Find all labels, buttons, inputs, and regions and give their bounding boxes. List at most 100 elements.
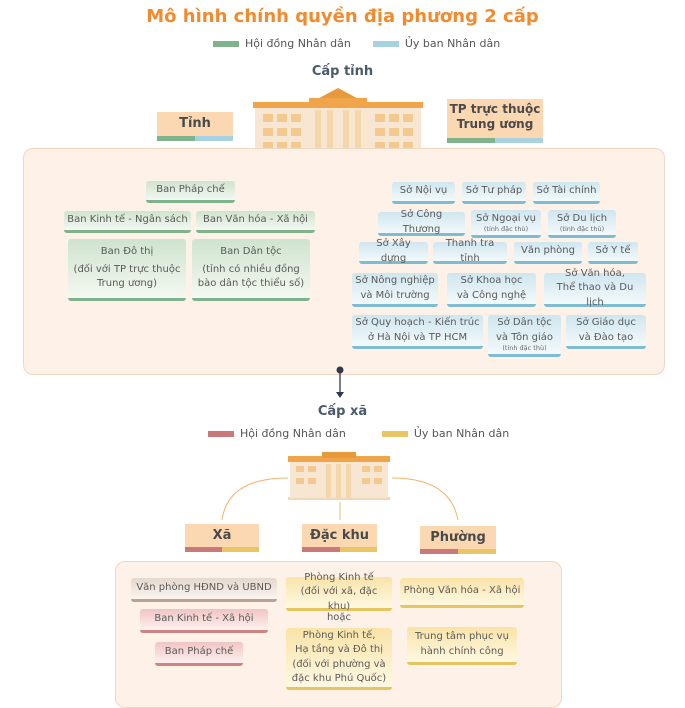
commune-connectors bbox=[221, 477, 459, 521]
ban-dan-toc: Ban Dân tộc (tỉnh có nhiều đồng bào dân … bbox=[192, 239, 310, 301]
phong-kt-ht-line1: Phòng Kinh tế, bbox=[302, 629, 376, 641]
ban-van-hoa-xa-hoi-tinh-text: Ban Văn hóa - Xã hội bbox=[203, 214, 308, 226]
phong-kt-ht-line4: đặc khu Phú Quốc) bbox=[291, 673, 387, 684]
so-van-hoa-tinh: Sở Văn hóa, Thể thao và Du lịch bbox=[544, 268, 646, 308]
ban-dan-toc-text: Ban Dân tộc bbox=[220, 246, 282, 258]
dac-khu-label-text: Đặc khu bbox=[309, 528, 370, 543]
ban-do-thi-text: Ban Đô thị bbox=[100, 246, 154, 258]
province-tinh-label: Tỉnh bbox=[157, 112, 233, 141]
hoac-text: hoặc bbox=[326, 612, 352, 623]
phong-van-hoa-xa-hoi: Phòng Văn hóa - Xã hội bbox=[400, 578, 524, 608]
xa-label-text: Xã bbox=[212, 528, 232, 543]
ban-phap-che-xa: Ban Pháp chế bbox=[155, 642, 243, 666]
so-quy-hoach: Sở Quy hoạch - Kiến trúc ở Hà Nội và TP … bbox=[352, 315, 483, 349]
tinh-label-text: Tỉnh bbox=[179, 116, 211, 131]
phong-kinh-te-note: (đối với xã, đặc khu) bbox=[300, 586, 378, 612]
phong-kt-ht-line3: (đối với phường và bbox=[292, 658, 386, 670]
thanh-tra-tinh-text: Thanh tra tỉnh bbox=[445, 238, 495, 264]
ban-dan-toc-note: (tỉnh có nhiều đồng bào dân tộc thiểu số… bbox=[197, 263, 305, 290]
so-y-te: Sở Y tế bbox=[588, 242, 638, 264]
so-xay-dung-text: Sở Xây dựng bbox=[376, 238, 411, 264]
so-nong-nghiep-line1: Sở Nông nghiệp bbox=[355, 275, 435, 286]
so-tai-chinh-text: Sở Tài chính bbox=[536, 185, 597, 197]
legend-province: Hội đồng Nhân dân Ủy ban Nhân dân bbox=[213, 37, 500, 50]
legend-commune-hdnd-label: Hội đồng Nhân dân bbox=[240, 427, 346, 440]
so-dan-toc-line2: và Tôn giáo bbox=[495, 331, 554, 343]
phong-kinh-te-ha-tang: Phòng Kinh tế, Hạ tầng và Đô thị (đối vớ… bbox=[286, 628, 392, 690]
thanh-tra-tinh: Thanh tra tỉnh bbox=[433, 238, 507, 264]
phong-kt-ht-line2: Hạ tầng và Đô thị bbox=[294, 644, 384, 655]
so-du-lich-note: (tỉnh đặc thù) bbox=[559, 225, 605, 234]
commune-heading: Cấp xã bbox=[317, 404, 368, 419]
so-xay-dung: Sở Xây dựng bbox=[359, 238, 428, 264]
ban-kinh-te-xa-hoi-xa: Ban Kinh tế - Xã hội bbox=[140, 609, 268, 633]
so-giao-duc-line2: và Đào tạo bbox=[578, 331, 634, 343]
ban-do-thi: Ban Đô thị (đối với TP trực thuộc Trung … bbox=[68, 239, 186, 301]
province-tp-label: TP trực thuộc Trung ương bbox=[447, 99, 543, 143]
so-cong-thuong-text: Sở Công Thương bbox=[400, 209, 443, 235]
van-phong-hdnd-ubnd-text: Văn phòng HĐND và UBND bbox=[136, 582, 272, 594]
so-noi-vu-text: Sở Nội vụ bbox=[399, 185, 448, 197]
tp-label-line1: TP trực thuộc bbox=[449, 102, 541, 116]
van-phong-tinh-text: Văn phòng bbox=[521, 245, 575, 257]
trung-tam-line1: Trung tâm phục vụ bbox=[415, 631, 509, 642]
so-ngoai-vu: Sở Ngoại vụ (tỉnh đặc thù) bbox=[471, 210, 541, 238]
phong-kinh-te: Phòng Kinh tế (đối với xã, đặc khu) bbox=[286, 572, 392, 612]
ban-kinh-te-xa-hoi-xa-text: Ban Kinh tế - Xã hội bbox=[154, 613, 254, 625]
so-quy-hoach-line1: Sở Quy hoạch - Kiến trúc bbox=[355, 317, 480, 328]
so-noi-vu: Sở Nội vụ bbox=[392, 182, 455, 204]
so-giao-duc: Sở Giáo dục và Đào tạo bbox=[566, 315, 646, 349]
ban-van-hoa-xa-hoi-tinh: Ban Văn hóa - Xã hội bbox=[196, 211, 315, 233]
so-dan-toc: Sở Dân tộc và Tôn giáo (tỉnh đặc thù) bbox=[488, 315, 561, 357]
commune-building-icon bbox=[288, 452, 390, 500]
so-ngoai-vu-note: (tỉnh đặc thù) bbox=[483, 225, 529, 234]
ban-do-thi-note: (đối với TP trực thuộc Trung ương) bbox=[73, 263, 181, 290]
so-ngoai-vu-text: Sở Ngoại vụ bbox=[476, 212, 536, 224]
so-van-hoa-line2: Thể thao và Du lịch bbox=[556, 282, 634, 308]
province-heading: Cấp tỉnh bbox=[311, 64, 374, 79]
so-du-lich: Sở Du lịch (tỉnh đặc thù) bbox=[548, 210, 616, 238]
tp-label-line2: Trung ương bbox=[456, 117, 534, 131]
trung-tam-line2: hành chính công bbox=[420, 645, 504, 657]
legend-commune: Hội đồng Nhân dân Ủy ban Nhân dân bbox=[208, 427, 509, 440]
ban-phap-che-tinh: Ban Pháp chế bbox=[146, 181, 235, 203]
so-khoa-hoc-line2: và Công nghệ bbox=[456, 289, 527, 301]
so-dan-toc-note: (tỉnh đặc thù) bbox=[502, 344, 547, 353]
trung-tam-phuc-vu: Trung tâm phục vụ hành chính công bbox=[407, 627, 517, 665]
so-khoa-hoc-line1: Sở Khoa học bbox=[460, 275, 523, 286]
so-du-lich-text: Sở Du lịch bbox=[556, 212, 608, 224]
so-van-hoa-line1: Sở Văn hóa, bbox=[565, 267, 625, 279]
level-connector-arrow bbox=[336, 366, 344, 398]
ban-kinh-te-ngan-sach: Ban Kinh tế - Ngân sách bbox=[64, 211, 191, 233]
ban-kinh-te-ngan-sach-text: Ban Kinh tế - Ngân sách bbox=[67, 214, 188, 226]
commune-phuong-label: Phường bbox=[420, 526, 496, 554]
van-phong-tinh: Văn phòng bbox=[514, 242, 582, 264]
so-tu-phap-text: Sở Tư pháp bbox=[465, 185, 523, 197]
so-tu-phap: Sở Tư pháp bbox=[462, 182, 526, 204]
so-quy-hoach-line2: ở Hà Nội và TP HCM bbox=[367, 331, 468, 343]
legend-commune-hdnd-swatch bbox=[208, 430, 234, 437]
so-tai-chinh: Sở Tài chính bbox=[533, 182, 600, 204]
so-khoa-hoc: Sở Khoa học và Công nghệ bbox=[447, 273, 536, 307]
so-nong-nghiep: Sở Nông nghiệp và Môi trường bbox=[352, 273, 438, 307]
so-dan-toc-line1: Sở Dân tộc bbox=[497, 317, 552, 329]
ban-phap-che-tinh-text: Ban Pháp chế bbox=[156, 184, 225, 196]
van-phong-hdnd-ubnd: Văn phòng HĐND và UBND bbox=[131, 578, 277, 602]
so-giao-duc-line1: Sở Giáo dục bbox=[576, 317, 636, 328]
commune-dac-khu-label: Đặc khu bbox=[302, 524, 377, 552]
so-cong-thuong: Sở Công Thương bbox=[378, 209, 465, 236]
legend-ubnd-label: Ủy ban Nhân dân bbox=[404, 37, 501, 50]
legend-commune-ubnd-swatch bbox=[381, 430, 408, 437]
phong-kinh-te-text: Phòng Kinh tế bbox=[304, 571, 374, 583]
legend-commune-ubnd-label: Ủy ban Nhân dân bbox=[413, 427, 510, 440]
ban-phap-che-xa-text: Ban Pháp chế bbox=[164, 646, 234, 658]
phuong-label-text: Phường bbox=[430, 530, 486, 545]
so-y-te-text: Sở Y tế bbox=[595, 245, 631, 257]
legend-hdnd-label: Hội đồng Nhân dân bbox=[245, 37, 351, 50]
phong-van-hoa-xa-hoi-text: Phòng Văn hóa - Xã hội bbox=[403, 585, 521, 597]
so-nong-nghiep-line2: và Môi trường bbox=[360, 289, 430, 301]
legend-hdnd-swatch bbox=[213, 40, 239, 47]
legend-ubnd-swatch bbox=[372, 40, 399, 47]
commune-xa-label: Xã bbox=[185, 524, 259, 552]
page-title: Mô hình chính quyền địa phương 2 cấp bbox=[146, 6, 539, 27]
